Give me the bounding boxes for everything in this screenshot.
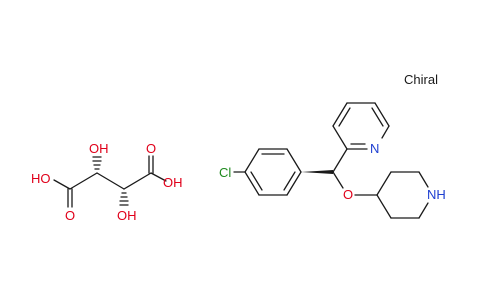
bond bbox=[332, 171, 344, 189]
chiral-label: Chiral bbox=[404, 72, 438, 87]
atom-label-oh: OH bbox=[117, 208, 137, 223]
bond bbox=[96, 172, 125, 190]
atom-label-o: O bbox=[146, 141, 156, 156]
wedge-bond bbox=[301, 170, 333, 174]
hashed-wedge-bond bbox=[119, 192, 129, 206]
pyridine-ring bbox=[332, 102, 390, 150]
atom-label-o: O bbox=[343, 187, 353, 202]
bond bbox=[418, 171, 429, 188]
hashed-wedge-bond bbox=[92, 156, 102, 170]
piperidine-ring bbox=[376, 171, 429, 219]
bond bbox=[286, 148, 302, 173]
atom-label-cl: Cl bbox=[219, 165, 231, 180]
atom-label-n: N bbox=[370, 141, 379, 156]
atom-label-oh: OH bbox=[89, 141, 109, 156]
bond bbox=[250, 171, 263, 191]
bond bbox=[150, 172, 167, 182]
bond bbox=[371, 107, 384, 127]
bond bbox=[244, 171, 260, 196]
atom-label-oh: OH bbox=[163, 175, 183, 190]
bond bbox=[374, 102, 390, 127]
tartaric-acid-molecule: OH OH HO O O OH bbox=[31, 141, 183, 223]
bond bbox=[286, 171, 302, 196]
bond bbox=[283, 171, 296, 191]
chlorophenyl-ring bbox=[244, 148, 302, 196]
atom-label-ho: HO bbox=[31, 171, 51, 186]
atom-label-o: O bbox=[65, 208, 75, 223]
bond bbox=[376, 194, 392, 219]
bond bbox=[69, 172, 98, 190]
atom-label-nh: NH bbox=[427, 187, 446, 202]
bond bbox=[53, 179, 71, 190]
bond bbox=[332, 148, 348, 173]
bond bbox=[332, 125, 348, 150]
bond bbox=[123, 172, 152, 190]
bond bbox=[244, 148, 260, 173]
bond bbox=[418, 202, 429, 219]
bond bbox=[381, 125, 390, 139]
main-molecule: Cl N O bbox=[219, 102, 446, 219]
bond bbox=[376, 171, 392, 196]
bond bbox=[332, 102, 348, 127]
bond bbox=[338, 107, 351, 127]
